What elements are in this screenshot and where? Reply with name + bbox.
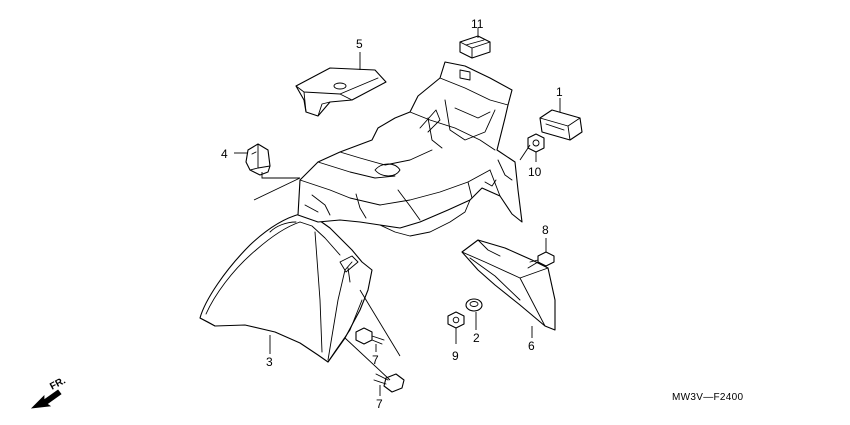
callout-labels: 1 2 3 4 5 6 7 7 8 9 10 11 — [221, 17, 563, 411]
nut-part-10[interactable] — [527, 133, 545, 153]
callout-8: 8 — [542, 223, 549, 237]
callout-4: 4 — [221, 147, 228, 161]
front-direction-indicator: FR. — [30, 375, 68, 409]
callout-1: 1 — [556, 85, 563, 99]
reflector-part-1[interactable] — [539, 109, 583, 141]
bolt-part-7-lower[interactable] — [373, 373, 405, 393]
drawing-code: MW3V—F2400 — [672, 392, 743, 403]
callout-3: 3 — [266, 355, 273, 369]
callout-11: 11 — [471, 17, 484, 31]
callout-7-upper: 7 — [372, 353, 379, 367]
callout-10: 10 — [528, 165, 542, 179]
nut-part-9[interactable] — [447, 311, 465, 329]
clip-part-11[interactable] — [459, 35, 491, 59]
cover-part-5[interactable] — [295, 67, 387, 117]
callout-6: 6 — [528, 339, 535, 353]
grommet-part-2[interactable] — [465, 298, 483, 312]
inner-tray-frame — [297, 61, 523, 237]
assembly-guide-lines — [253, 144, 531, 381]
callout-9: 9 — [452, 349, 459, 363]
direction-arrow-icon — [30, 389, 62, 409]
callout-7-lower: 7 — [376, 397, 383, 411]
callout-2: 2 — [473, 331, 480, 345]
side-cover-part-6[interactable] — [461, 239, 556, 331]
bracket-part-4[interactable] — [245, 143, 271, 176]
rear-fender-part-3[interactable] — [199, 213, 373, 363]
callout-leaders — [234, 28, 561, 396]
direction-label: FR. — [48, 375, 68, 392]
callout-5: 5 — [356, 37, 363, 51]
bolt-part-7-upper[interactable] — [355, 327, 385, 345]
